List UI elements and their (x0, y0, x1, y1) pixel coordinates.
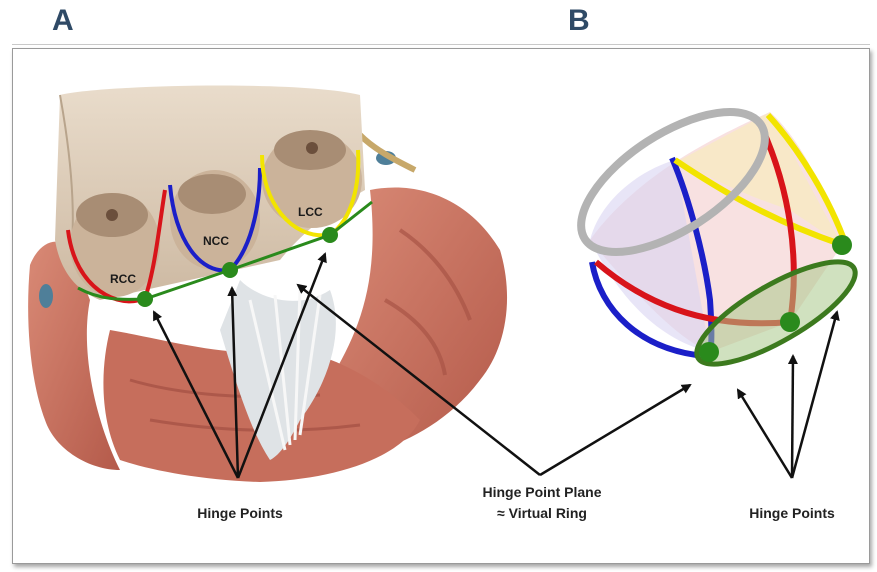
hinge-point-b3 (832, 235, 852, 255)
plane-label-line1: Hinge Point Plane (462, 484, 622, 500)
anatomy-illustration: RCC NCC LCC (28, 86, 507, 482)
ncc-label: NCC (203, 234, 229, 248)
rcc-label: RCC (110, 272, 136, 286)
hinge-point-lcc (322, 227, 338, 243)
hinge-point-b1 (699, 342, 719, 362)
hinge-points-label-b: Hinge Points (722, 505, 862, 521)
plane-label-line2: ≈ Virtual Ring (462, 505, 622, 521)
hinge-point-b2 (780, 312, 800, 332)
hinge-point-rcc (137, 291, 153, 307)
hinge-points-label-a: Hinge Points (170, 505, 310, 521)
virtual-ring-schematic (559, 85, 868, 383)
hinge-point-ncc (222, 262, 238, 278)
lcc-label: LCC (298, 205, 323, 219)
